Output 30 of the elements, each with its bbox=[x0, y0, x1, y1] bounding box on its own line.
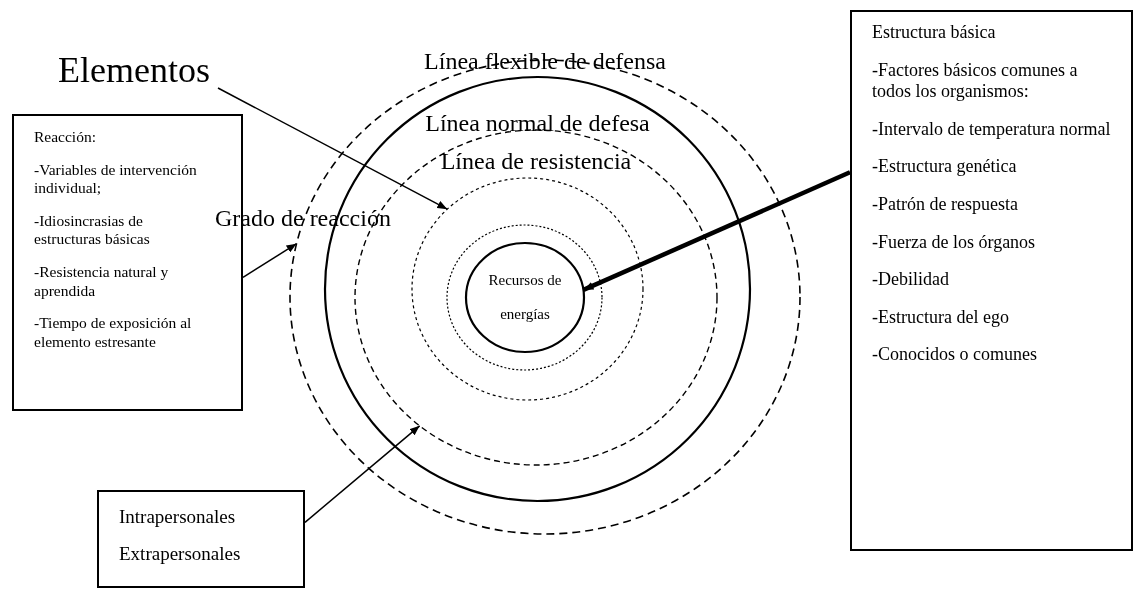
ring-label: Línea de resistencia bbox=[439, 148, 633, 174]
arrow bbox=[304, 425, 421, 524]
list-item: -Factores básicos comunes a todos los organismos: bbox=[872, 59, 1079, 103]
list-item: -Estructura del ego bbox=[872, 306, 1010, 329]
stressor-label: Elementos bbox=[58, 50, 218, 90]
box-heading: Reacción: bbox=[34, 128, 97, 147]
ring-label: Línea flexible de defensa bbox=[423, 48, 667, 74]
list-item: -Intervalo de temperatura normal bbox=[872, 118, 1112, 141]
list-item: -Patrón de respuesta bbox=[872, 193, 1019, 216]
list-item: -Fuerza de los órganos bbox=[872, 231, 1037, 254]
core-circle bbox=[466, 243, 584, 352]
list-item: -Variables de intervención individual; bbox=[34, 160, 198, 198]
list-item: -Debilidad bbox=[872, 269, 950, 291]
dotted-ring bbox=[447, 225, 602, 370]
box-heading: Estructura básica bbox=[872, 22, 997, 44]
dotted-ring bbox=[412, 178, 643, 400]
stressor-types-box bbox=[97, 490, 305, 588]
arrow bbox=[217, 87, 448, 210]
list-item: -Conocidos o comunes bbox=[872, 344, 1038, 366]
list-item: -Tiempo de exposición al elemento estresante bbox=[34, 314, 193, 352]
list-item: Extrapersonales bbox=[119, 542, 242, 566]
list-item: -Estructura genética bbox=[872, 156, 1018, 178]
arrow bbox=[242, 242, 298, 279]
core-label: Recursos de energías bbox=[487, 271, 563, 324]
arrow bbox=[582, 170, 851, 292]
list-item: -Resistencia natural y aprendida bbox=[34, 262, 170, 301]
box-heading: Intrapersonales bbox=[119, 506, 237, 529]
basic-structure-box bbox=[850, 10, 1133, 551]
list-item: -Idiosincrasias de estructuras básicas bbox=[34, 211, 151, 249]
ring-label: Línea normal de defesa bbox=[424, 110, 651, 136]
